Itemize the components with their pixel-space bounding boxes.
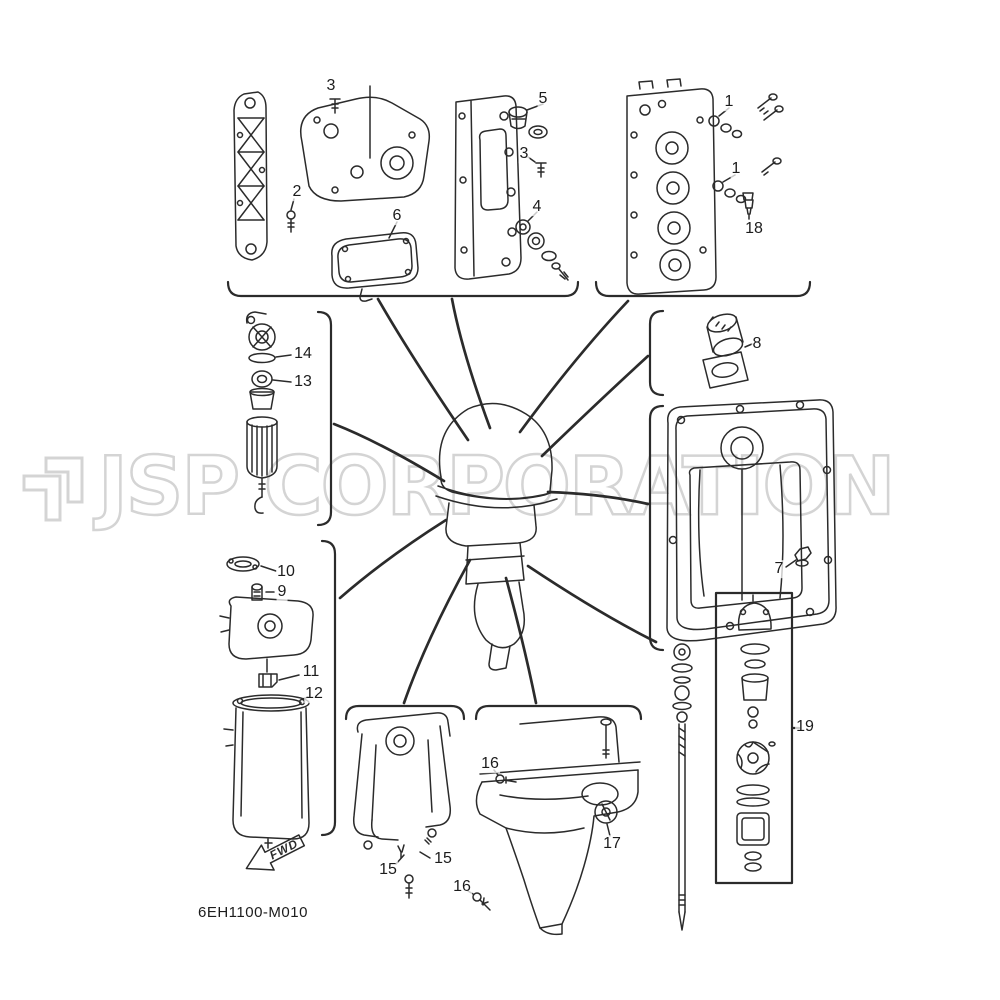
callout-2: 2	[291, 183, 303, 201]
callout-5: 5	[537, 90, 549, 108]
engine-anode-parts-art	[708, 93, 784, 220]
callout-19: 19	[795, 718, 815, 736]
callout-13: 13	[293, 373, 313, 391]
crankcase-art	[300, 85, 431, 202]
callout-12: 12	[304, 685, 324, 703]
cylinder-block-art	[454, 95, 522, 280]
connector-lines	[332, 297, 658, 705]
callout-7: 7	[773, 560, 785, 578]
callout-16: 16	[452, 878, 472, 896]
water-pump-kit-art	[736, 594, 776, 872]
callout-8: 8	[751, 335, 763, 353]
callout-16: 16	[480, 755, 500, 773]
clamp-bracket-art	[352, 712, 452, 899]
callout-15: 15	[433, 850, 453, 868]
callout-17: 17	[602, 835, 622, 853]
callout-15: 15	[378, 861, 398, 879]
callout-14: 14	[293, 345, 313, 363]
callout-18: 18	[744, 220, 764, 238]
vapor-separator-art	[223, 694, 310, 849]
lower-unit-art	[467, 716, 641, 936]
callout-9: 9	[276, 583, 288, 601]
callout-11: 11	[301, 663, 321, 681]
callout-1: 1	[730, 160, 742, 178]
callout-3: 3	[325, 77, 337, 95]
callout-1: 1	[723, 93, 735, 111]
callout-4: 4	[531, 198, 543, 216]
callout-3: 3	[518, 145, 530, 163]
electrical-bracket-art	[233, 91, 296, 261]
engine-block-art	[626, 78, 717, 295]
callout-6: 6	[391, 207, 403, 225]
group-brackets	[226, 280, 812, 885]
outboard-motor-art	[435, 402, 558, 671]
drawing-number: 6EH1100-M010	[198, 904, 308, 921]
callout-10: 10	[276, 563, 296, 581]
oil-pan-art	[666, 399, 837, 642]
fuel-pump-art	[219, 556, 314, 688]
fuel-filter-art	[245, 311, 292, 514]
oil-filter-art	[702, 313, 753, 389]
driveshaft-art	[671, 643, 693, 931]
